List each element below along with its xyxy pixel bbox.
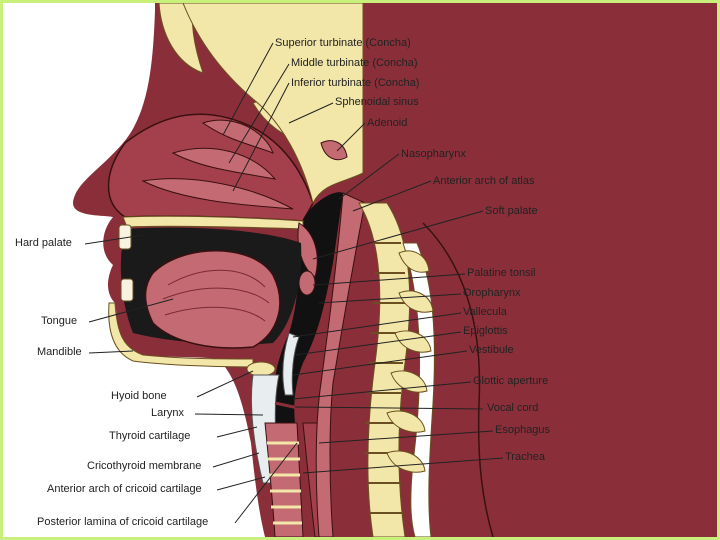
label-palatine-tonsil: Palatine tonsil	[467, 267, 536, 279]
label-epiglottis: Epiglottis	[463, 325, 508, 337]
palatine-tonsil	[298, 270, 316, 296]
label-nasopharynx: Nasopharynx	[401, 148, 466, 160]
label-inferior-turbinate: Inferior turbinate (Concha)	[291, 77, 420, 89]
label-hard-palate: Hard palate	[15, 237, 72, 249]
label-oropharynx: Oropharynx	[463, 287, 521, 299]
posterior-pharyngeal-wall	[315, 192, 366, 537]
label-anterior-arch-cricoid: Anterior arch of cricoid cartilage	[47, 483, 202, 495]
lower-incisor	[120, 278, 134, 302]
hyoid-bone	[246, 361, 276, 377]
label-adenoid: Adenoid	[367, 117, 408, 129]
superior-turbinate	[201, 119, 274, 154]
middle-turbinate	[171, 147, 277, 180]
tongue	[144, 250, 281, 349]
label-middle-turbinate: Middle turbinate (Concha)	[291, 57, 418, 69]
label-esophagus: Esophagus	[495, 424, 551, 436]
label-tongue: Tongue	[41, 315, 78, 327]
sagittal-head-neck-diagram	[73, 3, 717, 537]
label-thyroid-cartilage: Thyroid cartilage	[109, 430, 191, 442]
label-trachea: Trachea	[505, 451, 545, 463]
skull-base	[182, 3, 364, 205]
leader-lines-right	[222, 42, 504, 474]
label-cricothyroid-membrane: Cricothyroid membrane	[87, 460, 202, 472]
inferior-turbinate	[141, 178, 294, 210]
label-anterior-arch-atlas: Anterior arch of atlas	[433, 175, 535, 187]
epiglottis	[282, 332, 300, 396]
tongue-fibers	[162, 269, 270, 322]
label-hyoid-bone: Hyoid bone	[111, 390, 167, 402]
label-sphenoidal-sinus: Sphenoidal sinus	[335, 96, 419, 108]
label-posterior-lamina-cricoid: Posterior lamina of cricoid cartilage	[37, 516, 209, 528]
posterior-neck-outline	[422, 222, 494, 537]
vocal-cord	[274, 401, 304, 411]
label-soft-palate: Soft palate	[485, 205, 538, 217]
adenoid	[320, 140, 348, 161]
label-larynx: Larynx	[151, 407, 185, 419]
label-vestibule: Vestibule	[469, 344, 514, 356]
label-superior-turbinate: Superior turbinate (Concha)	[275, 37, 411, 49]
label-vallecula: Vallecula	[463, 306, 507, 318]
label-glottic-aperture: Glottic aperture	[473, 375, 549, 387]
label-mandible: Mandible	[37, 346, 82, 358]
leader-lines-left	[84, 234, 298, 524]
label-vocal-cord: Vocal cord	[487, 402, 539, 414]
